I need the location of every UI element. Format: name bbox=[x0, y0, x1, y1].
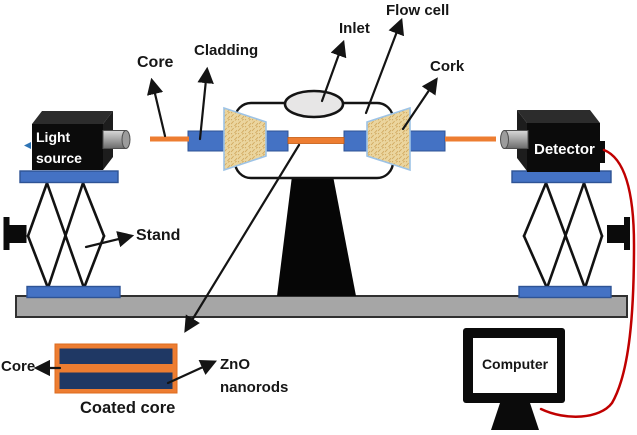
coated-core-detail bbox=[54, 343, 178, 394]
flow-cell-pedestal bbox=[277, 176, 356, 296]
core-top-arrow bbox=[147, 77, 167, 138]
flow-cell-arrow bbox=[364, 17, 405, 115]
zno-coating-bottom bbox=[59, 372, 173, 389]
right-platform-bottom bbox=[518, 285, 612, 299]
fiber-core-right bbox=[445, 136, 496, 142]
left-jack-stand bbox=[26, 181, 106, 290]
zno-coating-top bbox=[59, 348, 173, 364]
light-source-device bbox=[24, 111, 131, 170]
right-jack-knob-plate bbox=[624, 217, 630, 250]
left-platform-bottom bbox=[26, 285, 121, 299]
detector-label: Detector bbox=[534, 141, 595, 158]
light-source-label: Light source bbox=[36, 129, 82, 166]
right-platform-top bbox=[511, 170, 612, 184]
annotation-arrows bbox=[33, 17, 438, 385]
computer-screen bbox=[473, 338, 557, 393]
inlet-arrow bbox=[320, 39, 347, 103]
left-platform-top bbox=[19, 170, 119, 184]
right-jack-knob bbox=[607, 225, 624, 243]
detector-cable-port bbox=[598, 141, 605, 163]
inlet-label: Inlet bbox=[339, 20, 370, 37]
computer-label: Computer bbox=[481, 356, 549, 372]
flow-cell-label: Flow cell bbox=[386, 2, 450, 19]
right-jack-stand bbox=[522, 181, 604, 290]
coated-core-pointer-arrow bbox=[184, 143, 301, 333]
fiber-input-marker bbox=[24, 142, 31, 149]
monitor-stand bbox=[491, 403, 539, 430]
zno-arrow bbox=[166, 359, 218, 385]
core-top-label: Core bbox=[137, 54, 174, 71]
cork-arrow bbox=[401, 77, 438, 131]
fiber-core-left bbox=[150, 136, 189, 142]
left-jack-knob bbox=[9, 225, 27, 243]
fiber-core-exposed bbox=[287, 137, 345, 144]
cork-right bbox=[366, 106, 411, 172]
zno-nanorods-label: ZnO nanorods bbox=[220, 356, 289, 397]
stand-arrow bbox=[84, 231, 135, 249]
inlet-port bbox=[283, 89, 345, 119]
detector-computer-cable bbox=[539, 148, 636, 418]
cladding-label: Cladding bbox=[194, 42, 259, 59]
left-jack-knob-plate bbox=[3, 217, 10, 250]
stand-label: Stand bbox=[136, 227, 181, 244]
coated-core-label: Coated core bbox=[80, 399, 176, 417]
detector-device bbox=[500, 110, 605, 172]
cladding-arrow bbox=[197, 66, 214, 141]
computer-monitor bbox=[463, 328, 565, 430]
cork-left bbox=[223, 106, 267, 172]
optical-table-base bbox=[15, 295, 628, 318]
core-bottom-label: Core bbox=[1, 358, 36, 375]
cork-label: Cork bbox=[430, 58, 465, 75]
